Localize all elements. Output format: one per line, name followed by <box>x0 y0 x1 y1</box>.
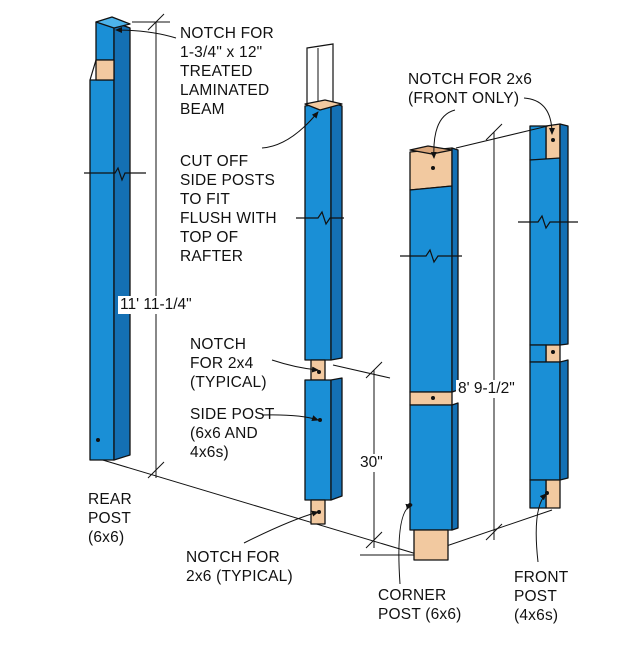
corner-post <box>408 145 459 561</box>
side-post <box>304 43 343 525</box>
label-notch-2x6-front: NOTCH FOR 2x6 (FRONT ONLY) <box>408 71 533 107</box>
dimension-lines <box>132 13 549 549</box>
label-notch-2x6-typical: NOTCH FOR 2x6 (TYPICAL) <box>186 549 293 585</box>
dimension-rear-height: 11' 11-1/4" <box>118 296 194 314</box>
label-rear-post: REAR POST (6x6) <box>88 491 132 546</box>
label-front-post: FRONT POST (4x6s) <box>514 569 569 624</box>
label-side-post: SIDE POST (6x6 AND 4x6s) <box>190 406 275 461</box>
front-post <box>529 123 569 509</box>
label-notch-beam: NOTCH FOR 1-3/4" x 12" TREATED LAMINATED… <box>180 25 274 118</box>
break-marks <box>84 166 578 264</box>
dimension-front-height: 8' 9-1/2" <box>456 380 517 398</box>
rear-post <box>89 16 131 461</box>
label-corner-post: CORNER POST (6x6) <box>378 587 462 623</box>
label-notch-2x4: NOTCH FOR 2x4 (TYPICAL) <box>190 336 267 391</box>
dimension-notch-height: 30" <box>358 454 385 472</box>
leader-lines <box>115 27 555 585</box>
label-cut-off: CUT OFF SIDE POSTS TO FIT FLUSH WITH TOP… <box>180 153 277 265</box>
